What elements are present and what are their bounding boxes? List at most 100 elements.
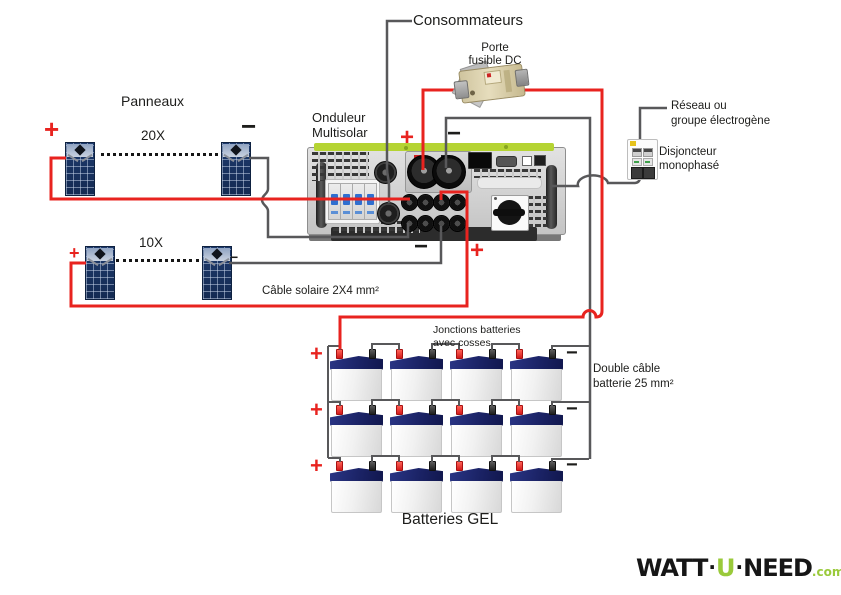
logo-separator: · [735, 555, 744, 579]
panel-series-dots-string2 [116, 259, 199, 262]
pv-input-connector [401, 194, 418, 211]
wattuneed-logo: WATT·U·NEED.com [636, 554, 841, 582]
battery [390, 405, 443, 457]
battery [390, 349, 443, 401]
battery-negative-terminal [489, 405, 496, 415]
battery-positive-terminal [516, 349, 523, 359]
breaker-handle [343, 194, 350, 205]
ac-output-connector [377, 202, 400, 225]
battery-positive-terminal [516, 405, 523, 415]
logo-com: .com [811, 565, 841, 579]
breaker-terminal [631, 167, 643, 179]
logo-watt: WATT [636, 554, 708, 582]
label-batteries-gel: Batteries GEL [401, 511, 499, 528]
battery [510, 349, 563, 401]
vent-grille [527, 196, 547, 227]
battery [510, 405, 563, 457]
label-double-cable: Double câble batterie 25 mm² [593, 363, 674, 390]
battery-negative-terminal [489, 461, 496, 471]
battery-negative-terminal [369, 405, 376, 415]
battery [330, 405, 383, 457]
pv-input-connector [417, 194, 434, 211]
battery [330, 461, 383, 513]
battery-positive-terminal [336, 461, 343, 471]
breaker-handle [331, 194, 338, 205]
label-consommateurs: Consommateurs [413, 12, 524, 29]
vga-port [496, 156, 517, 167]
pv-bottom-minus: − [414, 233, 429, 260]
breaker-handle [355, 194, 362, 205]
battery-negative-terminal [429, 349, 436, 359]
battery-negative-terminal [549, 461, 556, 471]
label-disjoncteur: Disjoncteur monophasé [659, 146, 720, 172]
battery-negative-terminal [369, 349, 376, 359]
logo-u: U [716, 554, 735, 582]
battery-positive-terminal [396, 349, 403, 359]
battery-row1-minus: − [566, 342, 578, 364]
pv-input-connector [433, 194, 450, 211]
label-cable-solaire: Câble solaire 2X4 mm² [262, 285, 379, 297]
label-onduleur: Onduleur Multisolar [312, 110, 368, 140]
inverter-handle-right [546, 165, 557, 229]
battery-row2-minus: − [566, 398, 578, 420]
screw-dot [504, 145, 508, 149]
battery [450, 349, 503, 401]
battery-negative-terminal [549, 405, 556, 415]
label-string1-count: 20X [141, 128, 166, 143]
label-reseau: Réseau ou groupe électrogène [671, 100, 771, 127]
battery-positive-terminal [336, 349, 343, 359]
battery-row3-plus: + [310, 453, 323, 478]
ac-output-connector [374, 161, 397, 184]
usb-port [522, 156, 532, 166]
string1-minus: − [241, 111, 257, 141]
battery-negative-terminal [429, 461, 436, 471]
ethernet-port [534, 155, 546, 166]
battery-negative-terminal [489, 349, 496, 359]
breaker-handle [367, 194, 374, 205]
inverter-battery-minus: − [447, 120, 462, 147]
battery-positive-terminal [456, 405, 463, 415]
breaker-terminal [643, 167, 655, 179]
vent-grille [312, 152, 369, 181]
panel-series-dots-string1 [101, 153, 218, 156]
battery-negative-terminal [429, 405, 436, 415]
logo-separator: · [708, 555, 716, 579]
pv-bottom-plus: + [470, 237, 485, 264]
battery-negative-terminal [549, 349, 556, 359]
pv-input-connector [449, 194, 466, 211]
battery [450, 405, 503, 457]
battery [390, 461, 443, 513]
wire-breaker-to-grid [638, 106, 667, 140]
solar-panel-string1-last [221, 142, 251, 196]
inverter-battery-plus: + [400, 124, 415, 151]
rotary-knob-handle [493, 209, 525, 216]
battery-positive-terminal [336, 405, 343, 415]
pv-input-connector [401, 215, 418, 232]
solar-panel-string2-first [85, 246, 115, 300]
string2-plus: + [69, 243, 80, 263]
label-bar [477, 177, 542, 189]
battery-positive-terminal [456, 349, 463, 359]
battery-positive-terminal [396, 405, 403, 415]
string2-minus: − [230, 249, 239, 265]
battery-positive-terminal [396, 461, 403, 471]
battery [510, 461, 563, 513]
pv-input-connector [433, 215, 450, 232]
battery [330, 349, 383, 401]
battery-negative-terminal [369, 461, 376, 471]
string1-plus: + [44, 114, 60, 144]
pv-input-connector [449, 215, 466, 232]
label-jonctions: Jonctions batteries avec cosses [433, 324, 521, 349]
battery-positive-terminal [516, 461, 523, 471]
inverter-battery-negative-terminal [432, 155, 466, 189]
battery-positive-terminal [456, 461, 463, 471]
solar-panel-string2-last [202, 246, 232, 300]
circuit-breaker-image [627, 139, 658, 180]
battery-row3-minus: − [566, 454, 578, 476]
label-panneaux: Panneaux [121, 93, 185, 109]
label-porte-fusible: Porte fusible DC [468, 42, 522, 68]
battery-row2-plus: + [310, 397, 323, 422]
inverter-display [468, 152, 492, 169]
solar-panel-string1-first [65, 142, 95, 196]
